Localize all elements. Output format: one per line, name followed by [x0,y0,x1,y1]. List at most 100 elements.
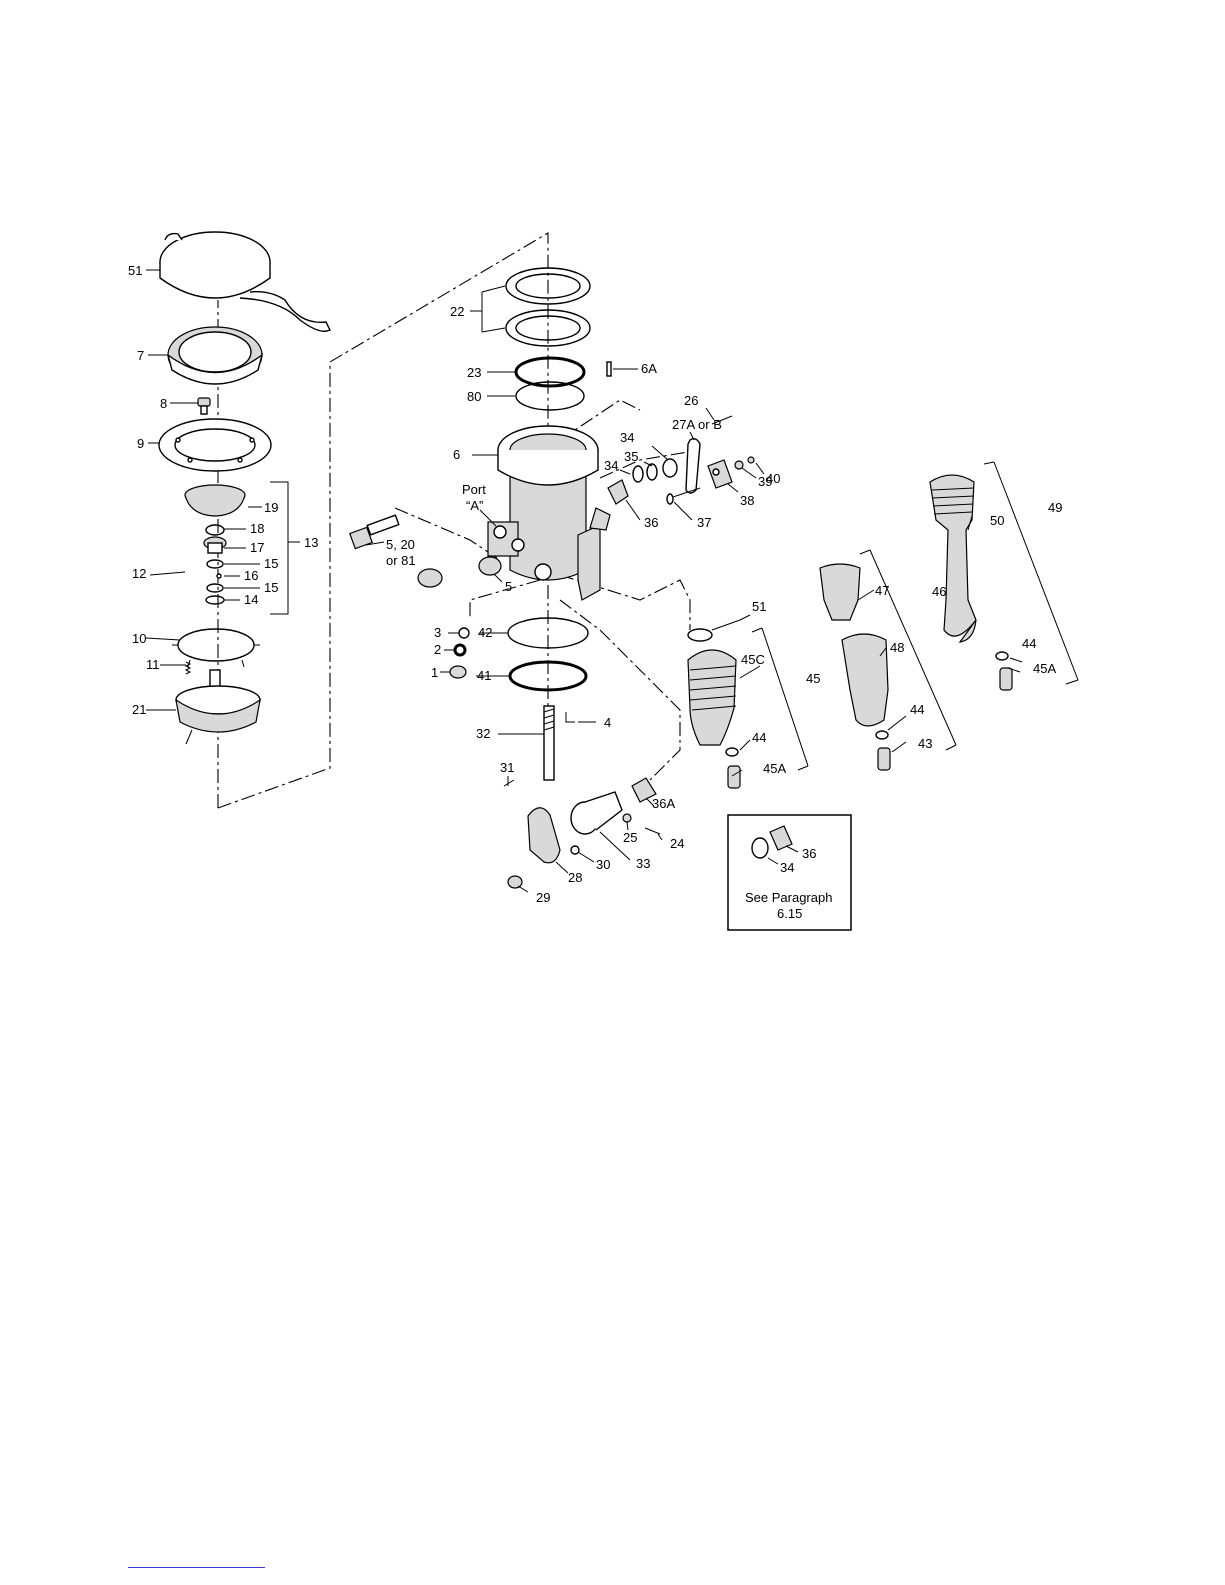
label-50: 50 [990,513,1004,528]
part-27-link [686,439,700,493]
part-3-ball [459,628,469,638]
label-19: 19 [264,500,278,515]
part-44-washer-a [726,748,738,756]
label-37: 37 [697,515,711,530]
inset-box: 36 34 See Paragraph 6.15 [728,815,851,930]
label-6A: 6A [641,361,657,376]
part-11-spring [186,662,190,674]
label-24: 24 [670,836,684,851]
label-port: Port [462,482,486,497]
label-or-81: or 81 [386,553,416,568]
part-48-grip [842,634,888,726]
part-19-cap [185,485,245,516]
label-45: 45 [806,671,820,686]
label-36A: 36A [652,796,675,811]
label-43: 43 [918,736,932,751]
part-2-oring [455,645,465,655]
part-39-nut [735,461,743,469]
label-51: 51 [128,263,142,278]
label-17: 17 [250,540,264,555]
part-5-plug-a [418,569,442,587]
label-33: 33 [636,856,650,871]
label-41: 41 [477,668,491,683]
part-45A-screw-a [728,766,740,788]
inset-note-line1: See Paragraph [745,890,832,905]
label-18: 18 [250,521,264,536]
label-14: 14 [244,592,258,607]
part-51-clip [688,620,740,641]
part-40-nut [748,457,754,463]
assembly-boundary-lines [218,233,700,808]
label-27: 27A or B [672,417,722,432]
part-51-cover [160,232,330,331]
label-16: 16 [244,568,258,583]
label-34b: 34 [604,458,618,473]
label-44c: 44 [752,730,766,745]
label-6: 6 [453,447,460,462]
part-34-washer-b [633,466,643,482]
part-32-shaft [544,706,554,780]
label-47: 47 [875,583,889,598]
part-9-plate [159,419,271,471]
part-50-handle [930,475,976,642]
part-6A-pin [607,362,611,376]
part-45C-grip [688,650,736,745]
label-10: 10 [132,631,146,646]
label-31: 31 [500,760,514,775]
label-32: 32 [476,726,490,741]
part-43-screw [878,748,890,770]
label-38: 38 [740,493,754,508]
label-44a: 44 [1022,636,1036,651]
part-34-washer-a [663,459,677,477]
part-44-washer-b [876,731,888,739]
label-35: 35 [624,449,638,464]
part-45A-screw-b [1000,668,1012,690]
label-port-a: “A” [466,498,483,513]
label-13: 13 [304,535,318,550]
part-14-oring [206,596,224,604]
footer-underline [128,1567,265,1568]
label-3: 3 [434,625,441,640]
label-12: 12 [132,566,146,581]
part-7-ring [168,327,262,384]
part-24-screw [645,828,660,834]
inset-label-34: 34 [780,860,794,875]
part-1-plug [450,666,466,678]
label-36: 36 [644,515,658,530]
part-35-oring [647,464,657,480]
label-15a: 15 [264,556,278,571]
label-15b: 15 [264,580,278,595]
part-28-lever [528,808,560,863]
label-21: 21 [132,702,146,717]
part-16-ball [217,574,221,578]
label-5-20: 5, 20 [386,537,415,552]
part-25-nut [623,814,631,822]
inset-note-line2: 6.15 [777,906,802,921]
label-49: 49 [1048,500,1062,515]
part-33-cam [571,792,622,834]
label-23: 23 [467,365,481,380]
label-45A-a: 45A [1033,661,1056,676]
label-1: 1 [431,665,438,680]
part-10-clamp [172,629,260,667]
label-39: 39 [758,474,772,489]
label-26: 26 [684,393,698,408]
label-80: 80 [467,389,481,404]
label-2: 2 [434,642,441,657]
label-29: 29 [536,890,550,905]
part-30-washer [571,846,579,854]
part-5-plug-b [479,557,501,575]
label-51b: 51 [752,599,766,614]
label-30: 30 [596,857,610,872]
part-47-tip [820,564,860,620]
part-4-pin [566,712,575,722]
label-8: 8 [160,396,167,411]
part-6-housing [488,426,610,600]
label-28: 28 [568,870,582,885]
label-5: 5 [505,579,512,594]
label-42: 42 [478,625,492,640]
part-15-oring-b [207,584,223,592]
label-7: 7 [137,348,144,363]
part-18-washer [206,525,224,535]
label-9: 9 [137,436,144,451]
